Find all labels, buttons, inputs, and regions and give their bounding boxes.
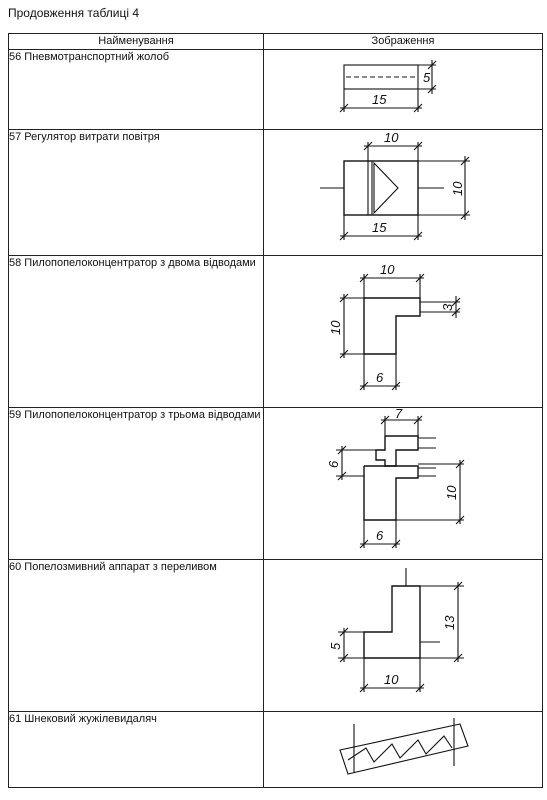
column-header-name: Найменування [8, 33, 264, 50]
dim-label: 6 [376, 370, 384, 385]
air-flow-regulator-symbol: 10 10 15 [320, 130, 470, 241]
dim-label: 10 [384, 672, 399, 687]
table-row: 58 Пилопопелоконцентратор з двома відвод… [8, 255, 543, 408]
table-row: 59 Пилопопелоконцентратор з трьома відво… [8, 406, 543, 560]
dim-label: 10 [450, 181, 465, 196]
dim-label: 5 [328, 642, 343, 650]
dim-label: 10 [328, 320, 343, 335]
dim-label: 5 [423, 70, 431, 85]
column-header-image: Зображення [263, 33, 543, 50]
symbols-table: Найменування Зображення 56 Пневмотранспо… [8, 33, 543, 788]
row-name-61: 61 Шнековий жужілевидаляч [8, 711, 264, 788]
screw-slag-remover-symbol [339, 718, 469, 775]
dim-label: 13 [442, 615, 457, 630]
dim-label: 6 [326, 460, 341, 468]
dim-label: 15 [372, 220, 387, 235]
table-header-row: Найменування Зображення [8, 33, 543, 50]
dim-label: 6 [376, 528, 384, 543]
row-name-59: 59 Пилопопелоконцентратор з трьома відво… [8, 407, 264, 560]
dim-label: 3 [440, 303, 455, 311]
row-image-59: 7 6 10 6 [263, 406, 543, 560]
pneumatic-chute-symbol: 5 15 [339, 60, 437, 113]
row-name-58: 58 Пилопопелоконцентратор з двома відвод… [8, 255, 264, 408]
dim-label: 10 [384, 130, 399, 145]
two-outlet-dust-concentrator-symbol: 10 10 3 6 [328, 262, 461, 391]
dim-label: 10 [444, 485, 459, 500]
three-outlet-dust-concentrator-symbol: 7 6 10 6 [326, 406, 465, 549]
row-image-58: 10 10 3 6 [263, 255, 543, 408]
dim-label: 7 [395, 406, 403, 421]
table-row: 56 Пневмотранспортний жолоб 5 15 [8, 49, 543, 130]
ash-washing-apparatus-symbol: 13 5 10 [328, 568, 464, 693]
dim-label: 10 [380, 262, 395, 277]
row-name-60: 60 Попелозмивний аппарат з переливом [8, 559, 264, 712]
dim-label: 15 [372, 92, 387, 107]
table-row: 61 Шнековий жужілевидаляч [8, 711, 543, 788]
row-image-57: 10 10 15 [263, 129, 543, 256]
row-name-56: 56 Пневмотранспортний жолоб [8, 49, 264, 130]
row-image-60: 13 5 10 [263, 559, 543, 712]
table-row: 57 Регулятор витрати повітря 10 [8, 129, 543, 256]
table-row: 60 Попелозмивний аппарат з переливом 13 [8, 559, 543, 712]
row-image-56: 5 15 [263, 49, 543, 130]
row-image-61 [263, 711, 543, 788]
table-caption: Продовження таблиці 4 [8, 6, 140, 20]
row-name-57: 57 Регулятор витрати повітря [8, 129, 264, 256]
